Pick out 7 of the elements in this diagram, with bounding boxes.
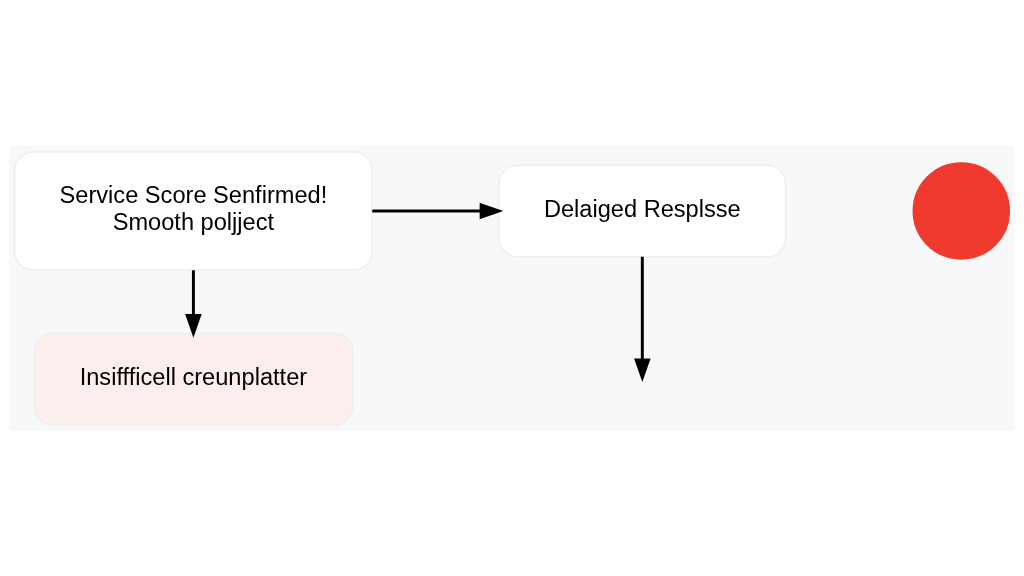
node-box: Delaiged Resplsse xyxy=(498,163,787,257)
arrow xyxy=(634,256,651,382)
arrow xyxy=(185,269,202,338)
node-circle xyxy=(912,161,1010,260)
arrow xyxy=(372,202,504,219)
node-box: Insiffficell creunplatter xyxy=(33,332,354,426)
node-box: Service Score Senfirmed! Smooth poljject xyxy=(14,150,373,271)
